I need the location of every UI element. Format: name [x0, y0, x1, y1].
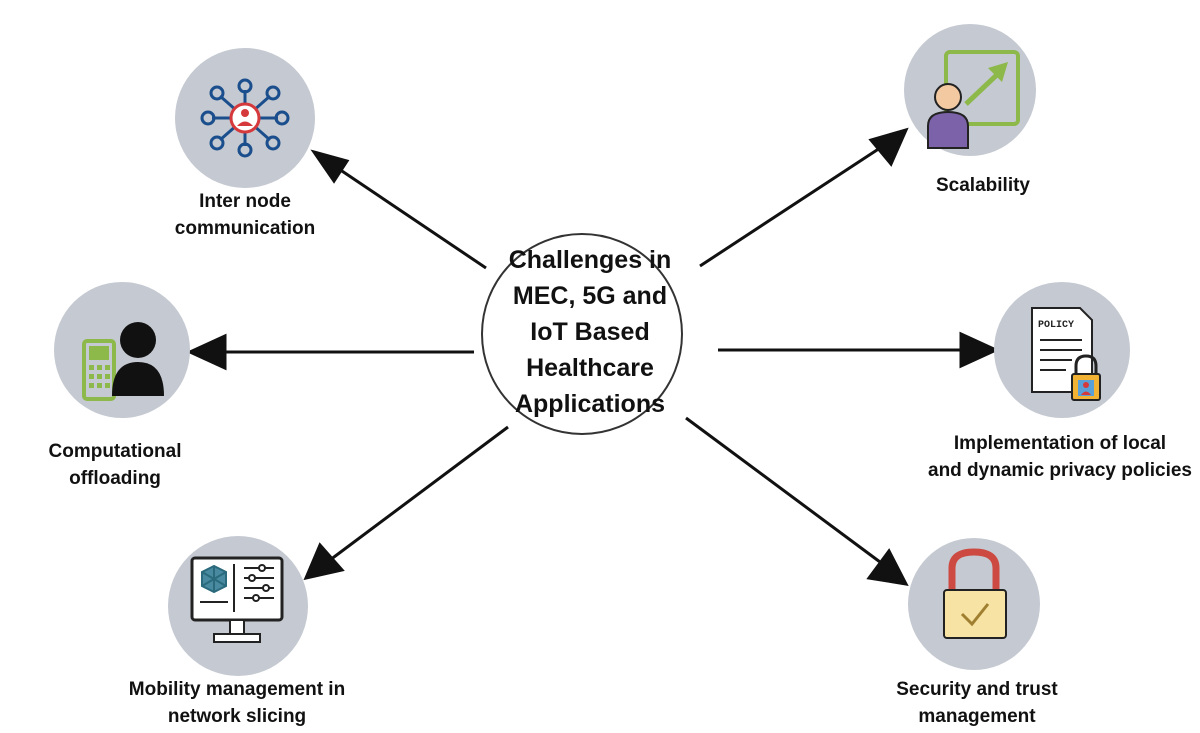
policy-lock-icon: POLICY	[994, 282, 1130, 418]
phone-user-icon	[54, 282, 190, 418]
padlock-check-icon	[908, 538, 1040, 670]
label-computational: Computational offloading	[15, 438, 215, 492]
arrow-mobility	[329, 425, 509, 562]
label-line: Inter node	[199, 191, 291, 212]
arrowhead-inter-node	[310, 149, 350, 184]
label-mobility: Mobility management in network slicing	[102, 676, 372, 730]
arrow-security	[685, 416, 881, 564]
label-line: offloading	[69, 468, 161, 489]
scale-up-icon	[904, 24, 1036, 156]
arrowhead-privacy	[959, 331, 1000, 369]
center-circle	[481, 233, 683, 435]
label-line: communication	[174, 218, 316, 239]
label-security: Security and trust management	[857, 676, 1097, 730]
center-line: MEC, 5G and	[512, 282, 668, 310]
label-line: and dynamic privacy policies	[928, 460, 1192, 481]
center-line: IoT Based	[530, 318, 650, 346]
label-line: Computational	[48, 441, 182, 462]
center-line: Applications	[514, 390, 665, 418]
label-line: Security and trust	[896, 679, 1058, 700]
network-icon	[175, 48, 315, 188]
arrowhead-computational	[186, 333, 227, 371]
arrowhead-security	[866, 548, 909, 586]
label-line: Implementation of local	[953, 433, 1167, 454]
label-line: network slicing	[167, 706, 307, 727]
label-privacy: Implementation of local and dynamic priv…	[920, 430, 1200, 484]
arrowhead-scalability	[868, 127, 909, 167]
arrow-inter-node	[335, 165, 487, 270]
center-title: Challenges in MEC, 5G and IoT Based Heal…	[490, 242, 690, 422]
label-line: Scalability	[936, 175, 1030, 196]
label-inter-node: Inter node communication	[145, 188, 345, 242]
center-line: Challenges in	[508, 246, 672, 274]
label-line: management	[918, 706, 1036, 727]
center-line: Healthcare	[526, 354, 654, 382]
label-scalability: Scalability	[883, 172, 1083, 199]
label-line: Mobility management in	[128, 679, 346, 700]
policy-doc-text: POLICY	[1038, 320, 1074, 331]
arrowhead-mobility	[303, 542, 345, 581]
monitor-settings-icon	[168, 536, 308, 676]
arrow-scalability	[699, 146, 881, 268]
